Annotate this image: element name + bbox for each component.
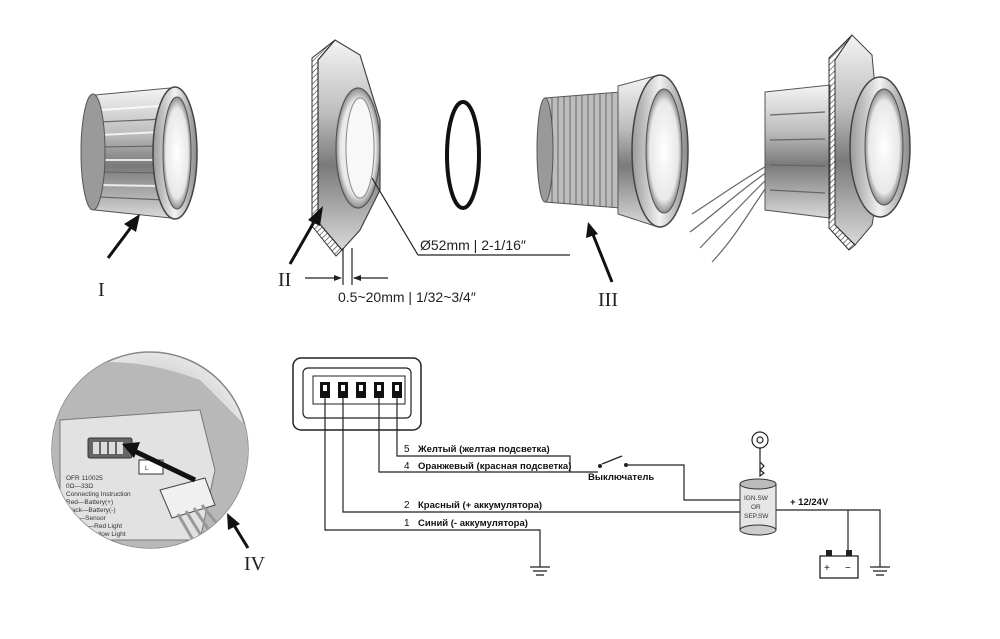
pin-4-number: 4 <box>404 461 410 472</box>
switch-icon <box>598 455 628 468</box>
key-icon <box>751 431 769 478</box>
battery-icon: + − <box>819 550 859 579</box>
pin-5-label: Желтый (желтая подсветка) <box>417 444 550 455</box>
ignition-switch: IGN.SW OR SEP.SW <box>739 478 777 536</box>
closeup-line-2: 0Ω—33Ω <box>66 483 93 490</box>
part-label-4: IV <box>244 553 266 575</box>
connector-closeup: L OFR 110025 0Ω—33Ω Connecting Instructi… <box>51 351 249 549</box>
arrow-icon <box>586 222 614 283</box>
closeup-line-6: Pink—Sensor <box>66 515 107 522</box>
pin-2-number: 2 <box>404 500 410 511</box>
closeup-line-9: —SUP <box>66 539 86 546</box>
ignition-label-2: OR <box>751 504 761 511</box>
part-gauge-body <box>536 74 689 228</box>
battery-plus: + <box>824 563 830 574</box>
ground-icon <box>870 566 890 576</box>
part-label-1: I <box>98 279 105 301</box>
part-label-3: III <box>598 289 618 311</box>
assembled-view <box>689 34 911 263</box>
pin-5-number: 5 <box>404 444 410 455</box>
ground-icon <box>530 566 550 576</box>
part-bracket <box>311 39 381 257</box>
ignition-label-1: IGN.SW <box>744 495 769 502</box>
closeup-line-1: OFR 110025 <box>66 475 103 482</box>
wiring-diagram: Выключатель 5 Желтый (желтая подсветка) … <box>292 357 890 579</box>
pin-4-label: Оранжевый (красная подсветка) <box>418 461 571 472</box>
dimension-lines <box>305 177 570 285</box>
thickness-dimension: 0.5~20mm | 1/32~3/4″ <box>338 289 476 305</box>
diameter-dimension: Ø52mm | 2-1/16″ <box>420 237 526 253</box>
wire-lines <box>324 398 881 567</box>
closeup-line-7: Orange—Red Light <box>66 523 122 530</box>
closeup-line-3: Connecting Instruction <box>66 491 131 498</box>
pin-1-number: 1 <box>404 518 410 529</box>
closeup-line-4: Red—Battery(+) <box>66 499 113 506</box>
connector-tag: L <box>145 465 149 472</box>
part-nut <box>80 86 198 220</box>
arrow-icon <box>288 206 323 265</box>
switch-label: Выключатель <box>588 472 654 483</box>
battery-minus: − <box>845 563 851 574</box>
voltage-label: + 12/24V <box>790 497 829 508</box>
o-ring <box>445 100 481 210</box>
arrow-icon <box>227 513 250 549</box>
pin-1-label: Синий (- аккумулятора) <box>418 518 528 529</box>
closeup-line-5: Black—Battery(-) <box>66 507 115 514</box>
part-label-2: II <box>278 269 291 291</box>
ignition-label-3: SEP.SW <box>744 513 769 520</box>
arrow-icon <box>126 445 197 483</box>
arrow-icon <box>106 214 140 259</box>
pin-2-label: Красный (+ аккумулятора) <box>418 500 542 511</box>
